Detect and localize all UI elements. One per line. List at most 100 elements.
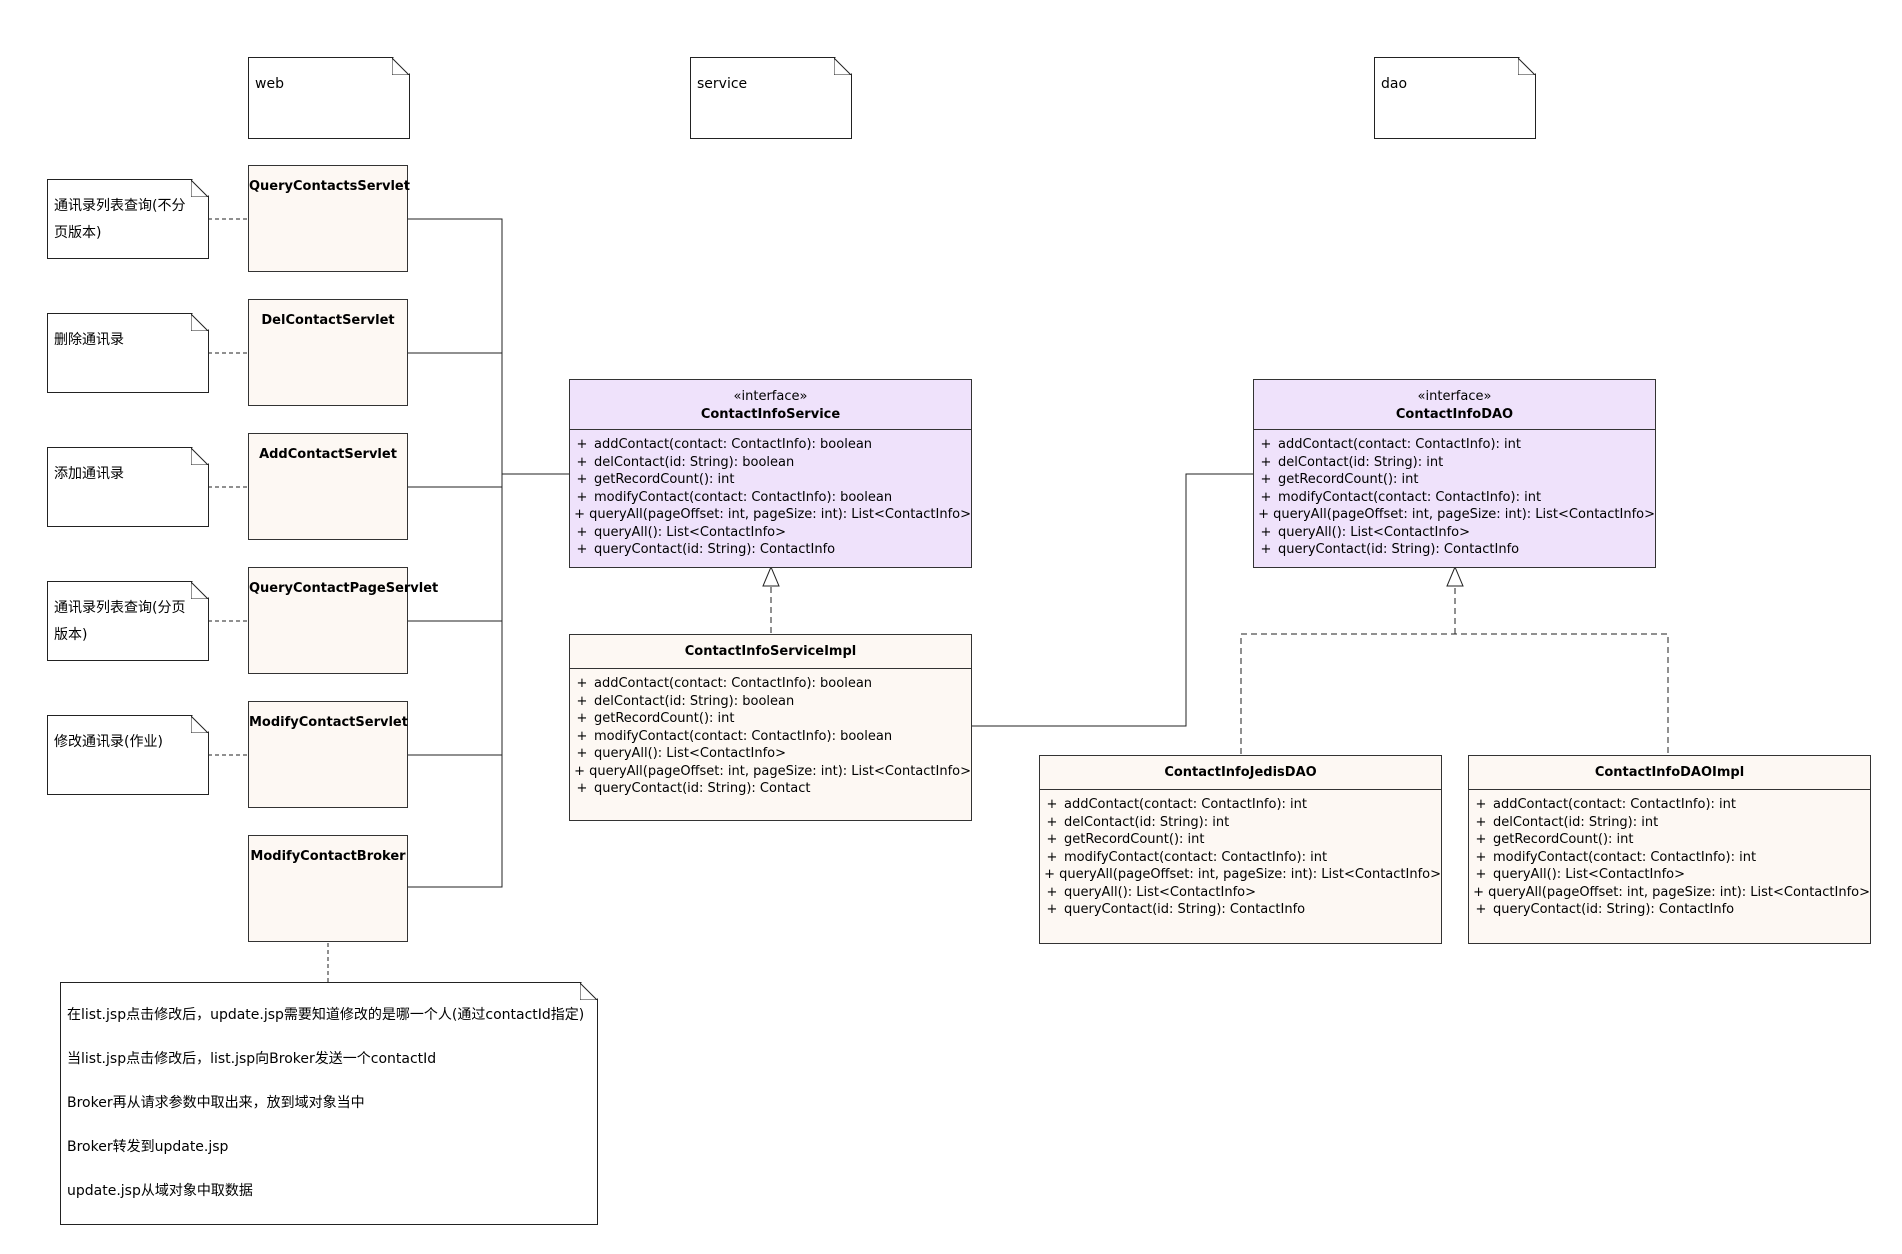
interface-contact-info-service[interactable]: «interface» ContactInfoService +addConta… (569, 379, 972, 568)
servlet-note-text: 添加通讯录 (54, 466, 124, 482)
operation-signature: delContact(id: String): boolean (594, 454, 795, 470)
class-name: ContactInfoServiceImpl (570, 635, 971, 669)
operation-item[interactable]: + modifyContact(contact: ContactInfo): bo… (570, 728, 971, 746)
visibility-marker: + (1260, 489, 1272, 505)
interface-name: ContactInfoService (700, 407, 841, 422)
visibility-marker: + (1046, 884, 1058, 900)
class-query-contacts-servlet[interactable]: QueryContactsServlet (248, 165, 410, 272)
visibility-marker: + (1260, 437, 1272, 452)
package-dao[interactable]: dao (1374, 57, 1536, 139)
operation-signature: addContact(contact: ContactInfo): int (1064, 797, 1307, 812)
servlet-bus (407, 218, 569, 888)
operation-signature: queryAll(): List<ContactInfo> (1064, 884, 1256, 900)
operation-signature: addContact(contact: ContactInfo): boolea… (594, 676, 873, 691)
operation-item[interactable]: +queryAll(pageOffset: int, pageSize: int… (570, 763, 971, 781)
operation-item[interactable]: +queryAll(pageOffset: int, pageSize: int… (1469, 884, 1870, 902)
operation-item[interactable]: +queryAll(): List<ContactInfo> (1469, 866, 1870, 884)
visibility-marker: + (576, 437, 588, 452)
operation-item[interactable]: +getRecordCount(): int (1254, 471, 1655, 489)
fold-corner-icon (1518, 58, 1535, 75)
class-contact-info-dao-impl[interactable]: ContactInfoDAOImpl +addContact(contact: … (1468, 755, 1871, 944)
operation-item[interactable]: +addContact(contact: ContactInfo): boole… (570, 436, 971, 454)
package-label-web: web (255, 76, 284, 92)
visibility-marker: + (1475, 814, 1487, 830)
visibility-marker: + (1260, 454, 1272, 470)
operation-item[interactable]: +queryAll(): List<ContactInfo> (1254, 524, 1655, 542)
visibility-marker: + (574, 763, 586, 779)
operation-item[interactable]: +modifyContact(contact: ContactInfo): in… (1469, 849, 1870, 867)
operation-item[interactable]: + queryAll(): List<ContactInfo> (1040, 884, 1441, 902)
operation-item[interactable]: + addContact(contact: ContactInfo): boole… (570, 675, 971, 693)
package-service[interactable]: service (690, 57, 852, 139)
interface-contact-info-dao[interactable]: «interface» ContactInfoDAO +addContact(c… (1253, 379, 1656, 568)
visibility-marker: + (1046, 902, 1058, 917)
operation-item[interactable]: +modifyContact(contact: ContactInfo): in… (1254, 489, 1655, 507)
broker-note-line: 在list.jsp点击修改后，update.jsp需要知道修改的是哪一个人(通过… (67, 1007, 585, 1023)
broker-note-line: update.jsp从域对象中取数据 (67, 1183, 253, 1199)
operation-item[interactable]: +addContact(contact: ContactInfo): int (1040, 796, 1441, 814)
class-add-contact-servlet[interactable]: AddContactServlet (248, 433, 408, 540)
operation-item[interactable]: +getRecordCount(): int (1469, 831, 1870, 849)
operation-signature: getRecordCount(): int (594, 711, 735, 726)
operation-item[interactable]: + delContact(id: String): int (1469, 814, 1870, 832)
visibility-marker: + (1260, 472, 1272, 487)
operation-item[interactable]: +delContact(id: String): boolean (570, 693, 971, 711)
operation-item[interactable]: +queryAll(pageOffset: int, pageSize: int… (1254, 506, 1655, 524)
operation-item[interactable]: +queryContact(id: String): ContactInfo (1254, 541, 1655, 559)
visibility-marker: + (1046, 849, 1058, 865)
class-modify-contact-broker[interactable]: ModifyContactBroker (248, 835, 408, 942)
class-contact-info-service-impl[interactable]: ContactInfoServiceImpl + addContact(conta… (569, 634, 972, 821)
visibility-marker: + (576, 728, 588, 744)
servlet-note-4[interactable]: 修改通讯录(作业) (47, 715, 209, 795)
operation-signature: modifyContact(contact: ContactInfo): boo… (594, 728, 893, 744)
operation-item[interactable]: + modifyContact(contact: ContactInfo): in… (1040, 849, 1441, 867)
operation-signature: queryContact(id: String): ContactInfo (1493, 902, 1735, 917)
visibility-marker: + (1475, 902, 1487, 917)
operation-signature: modifyContact(contact: ContactInfo): int (1493, 849, 1757, 865)
operation-item[interactable]: + queryContact(id: String): ContactInfo (1469, 901, 1870, 919)
fold-corner-icon (834, 58, 851, 75)
operation-item[interactable]: +queryContact(id: String): Contact (570, 780, 971, 798)
visibility-marker: + (574, 507, 586, 522)
operation-signature: modifyContact(contact: ContactInfo): int (1064, 849, 1328, 865)
fold-corner-icon (191, 716, 208, 733)
servlet-note-text: 删除通讯录 (54, 332, 124, 348)
operation-signature: getRecordCount(): int (594, 472, 735, 487)
servlet-note-0[interactable]: 通讯录列表查询(不分 页版本) (47, 179, 209, 259)
package-web[interactable]: web (248, 57, 410, 139)
visibility-marker: + (576, 542, 588, 557)
operation-item[interactable]: +queryAll(): List<ContactInfo> (570, 745, 971, 763)
operation-item[interactable]: +delContact(id: String): boolean (570, 454, 971, 472)
class-contact-info-jedis-dao[interactable]: ContactInfoJedisDAO +addContact(contact:… (1039, 755, 1442, 944)
operation-signature: queryAll(): List<ContactInfo> (1278, 524, 1470, 540)
broker-note-line: Broker再从请求参数中取出来，放到域对象当中 (67, 1095, 365, 1111)
package-label-dao: dao (1381, 76, 1408, 92)
operation-list: +addContact(contact: ContactInfo): int+d… (1254, 430, 1655, 559)
operation-item[interactable]: +getRecordCount(): int (570, 710, 971, 728)
operation-item[interactable]: +addContact(contact: ContactInfo): int (1469, 796, 1870, 814)
broker-note[interactable]: 在list.jsp点击修改后，update.jsp需要知道修改的是哪一个人(通过… (60, 982, 598, 1225)
operation-item[interactable]: +queryContact(id: String): ContactInfo (570, 541, 971, 559)
operation-list: +addContact(contact: ContactInfo): int+d… (1469, 790, 1870, 919)
visibility-marker: + (576, 676, 588, 691)
operation-item[interactable]: +queryAll(pageOffset: int, pageSize: int… (1040, 866, 1441, 884)
operation-item[interactable]: +addContact(contact: ContactInfo): int (1254, 436, 1655, 454)
class-query-contact-page-servlet[interactable]: QueryContactPageServlet (248, 567, 438, 674)
servlet-note-3[interactable]: 通讯录列表查询(分页 版本) (47, 581, 209, 661)
operation-item[interactable]: +delContact(id: String): int (1254, 454, 1655, 472)
operation-signature: delContact(id: String): int (1493, 814, 1659, 830)
servlet-note-2[interactable]: 添加通讯录 (47, 447, 209, 527)
class-del-contact-servlet[interactable]: DelContactServlet (248, 299, 408, 406)
operation-item[interactable]: +delContact(id: String): int (1040, 814, 1441, 832)
operation-item[interactable]: +getRecordCount(): int (570, 471, 971, 489)
class-modify-contact-servlet[interactable]: ModifyContactServlet (248, 701, 408, 808)
operation-signature: queryContact(id: String): ContactInfo (1064, 902, 1306, 917)
visibility-marker: + (576, 693, 588, 709)
fold-corner-icon (580, 983, 597, 1000)
servlet-note-1[interactable]: 删除通讯录 (47, 313, 209, 393)
operation-item[interactable]: +queryAll(pageOffset: int, pageSize: int… (570, 506, 971, 524)
operation-item[interactable]: + queryContact(id: String): ContactInfo (1040, 901, 1441, 919)
operation-item[interactable]: +modifyContact(contact: ContactInfo): bo… (570, 489, 971, 507)
operation-item[interactable]: +queryAll(): List<ContactInfo> (570, 524, 971, 542)
operation-item[interactable]: +getRecordCount(): int (1040, 831, 1441, 849)
